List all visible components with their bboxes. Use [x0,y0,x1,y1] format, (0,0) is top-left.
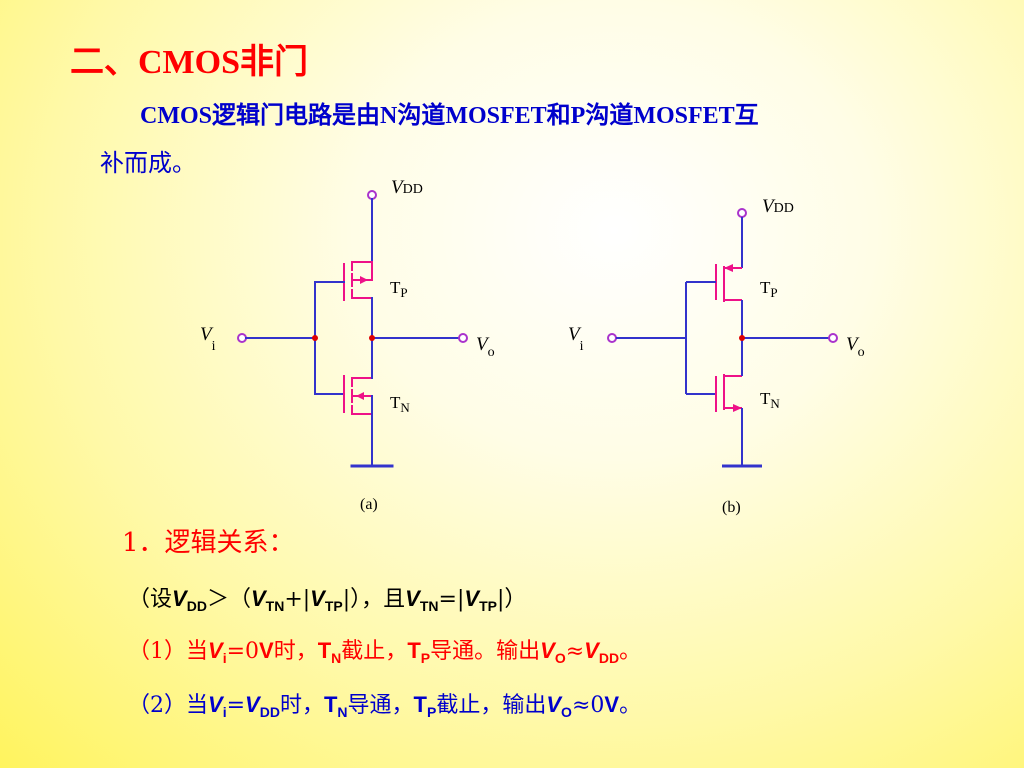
tp-label-b: TP [760,278,778,300]
slide-title: 二、CMOS非门 [70,44,308,81]
section-heading: 1．逻辑关系： [122,528,295,558]
output-node-b [739,335,745,341]
case-2-line: （2）当Vi=VDD时，TN导通，TP截止，输出VO≈0V。 [128,692,642,720]
vi-terminal-a [237,333,247,343]
vo-terminal-a [458,333,468,343]
cmos-inverter-diagrams: VDD TP TN Vi Vo (a) [200,177,865,516]
tp-label-a: TP [390,278,408,300]
circuit-a [237,190,468,468]
intro-paragraph: CMOS逻辑门电路是由N沟道MOSFET和P沟道MOSFET互 补而成。 [100,92,920,188]
output-node-a [369,335,375,341]
gate-node-a [312,335,318,341]
intro-line-2: 补而成。 [100,151,196,177]
circuit-b [607,208,838,468]
vi-label-b: Vi [568,324,584,354]
tn-label-b: TN [760,389,780,411]
tn-transistor-b [715,374,742,412]
case-1-line: （1）当Vi=0V时，TN截止，TP导通。输出VO≈VDD。 [128,638,642,666]
vdd-label-b: VDD [762,196,794,217]
vdd-terminal-b [737,208,747,218]
vi-label-a: Vi [200,324,216,354]
vdd-terminal-a [367,190,377,200]
condition-line: （设VDD＞（VTN+|VTP|），且VTN=|VTP|） [128,586,527,614]
caption-b: (b) [722,499,741,516]
vo-label-b: Vo [846,334,865,360]
tp-transistor-b [715,264,742,302]
vo-terminal-b [828,333,838,343]
vo-label-a: Vo [476,334,495,360]
tn-label-a: TN [390,393,410,415]
vdd-label-a: VDD [391,177,423,198]
vi-terminal-b [607,333,617,343]
caption-a: (a) [360,496,378,513]
tp-transistor-a [343,261,373,301]
intro-line-1: CMOS逻辑门电路是由N沟道MOSFET和P沟道MOSFET互 [140,103,759,129]
tn-transistor-a [343,375,373,415]
